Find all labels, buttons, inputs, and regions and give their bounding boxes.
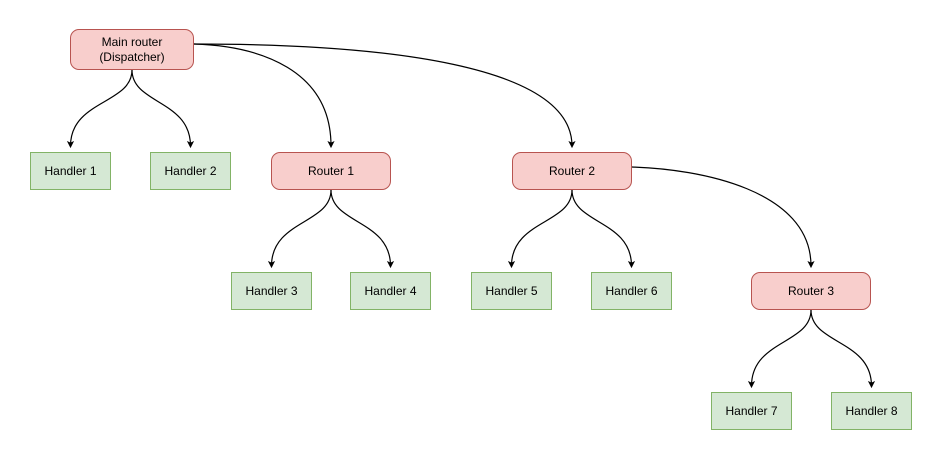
node-label-router-1: Router 1	[307, 163, 355, 178]
node-handler-1[interactable]: Handler 1	[30, 152, 111, 190]
node-handler-2[interactable]: Handler 2	[150, 152, 231, 190]
node-handler-7[interactable]: Handler 7	[711, 392, 792, 430]
edge-main-to-handler-2	[131, 69, 195, 149]
node-handler-5[interactable]: Handler 5	[471, 272, 552, 310]
edge-main-to-router-1	[193, 43, 335, 149]
node-router-1[interactable]: Router 1	[271, 152, 391, 190]
edge-router2-to-handler-5	[507, 189, 573, 269]
node-label-handler-5: Handler 5	[485, 283, 538, 298]
edge-router1-to-handler-3	[267, 189, 332, 269]
edge-router2-to-router-3	[631, 166, 815, 269]
node-router-2[interactable]: Router 2	[512, 152, 632, 190]
node-label-router-3: Router 3	[787, 283, 835, 298]
edge-router3-to-handler-7	[747, 309, 812, 389]
node-handler-4[interactable]: Handler 4	[350, 272, 431, 310]
edge-router1-to-handler-4	[330, 189, 395, 269]
node-label-handler-7: Handler 7	[725, 403, 778, 418]
node-label-handler-6: Handler 6	[605, 283, 658, 298]
node-label-router-2: Router 2	[548, 163, 596, 178]
node-label-handler-2: Handler 2	[164, 163, 217, 178]
node-label-handler-4: Handler 4	[364, 283, 417, 298]
node-handler-3[interactable]: Handler 3	[231, 272, 312, 310]
node-router-3[interactable]: Router 3	[751, 272, 871, 310]
edge-main-to-handler-1	[66, 69, 133, 149]
edge-router3-to-handler-8	[810, 309, 876, 389]
node-handler-6[interactable]: Handler 6	[591, 272, 672, 310]
node-label-handler-1: Handler 1	[44, 163, 97, 178]
node-main-router[interactable]: Main router (Dispatcher)	[70, 29, 194, 70]
edge-main-to-router-2	[193, 43, 576, 149]
node-label-main-router: Main router (Dispatcher)	[99, 34, 165, 64]
node-label-handler-8: Handler 8	[845, 403, 898, 418]
node-handler-8[interactable]: Handler 8	[831, 392, 912, 430]
edge-router2-to-handler-6	[571, 189, 636, 269]
node-label-handler-3: Handler 3	[245, 283, 298, 298]
